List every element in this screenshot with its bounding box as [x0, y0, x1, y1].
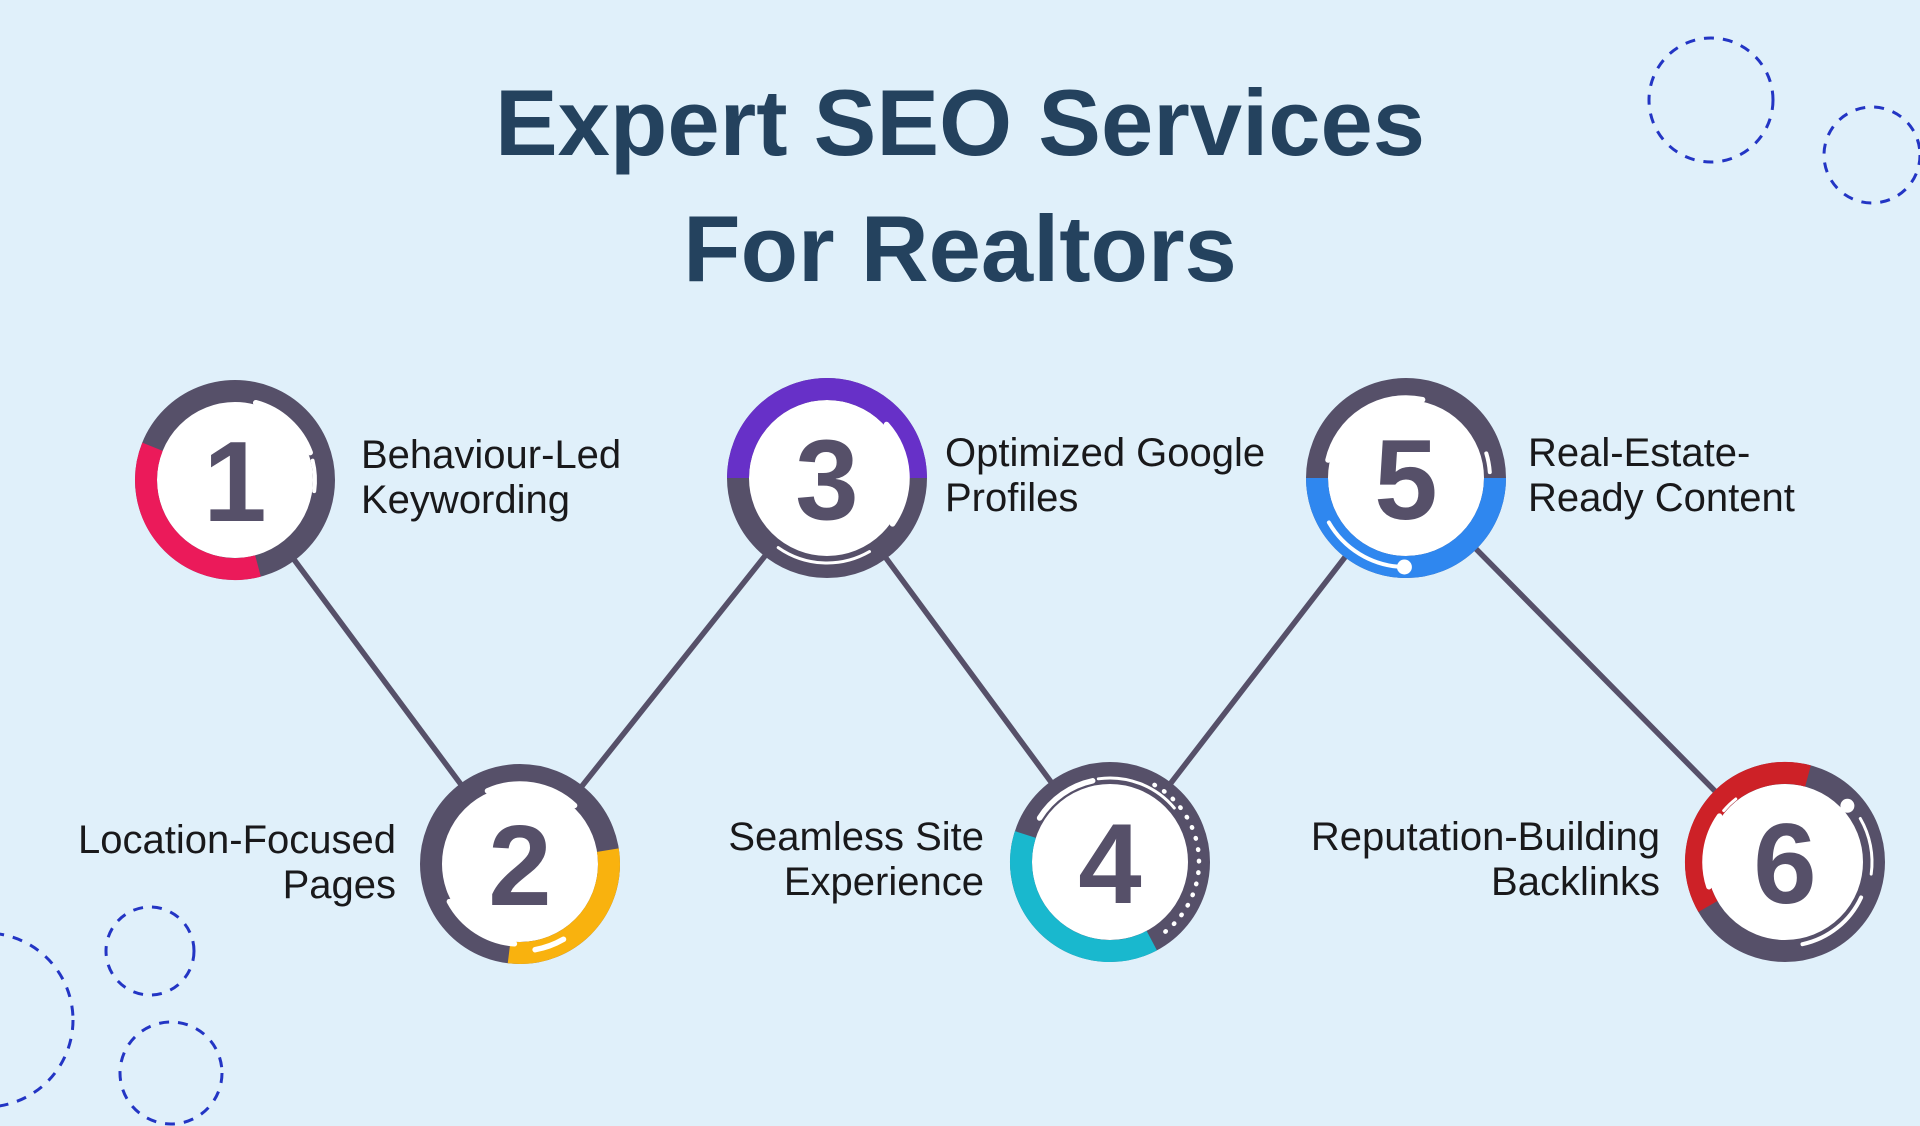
step-number: 6 [1753, 801, 1816, 928]
step-ring-5: 5 [1306, 378, 1506, 578]
ring-highlight [1702, 813, 1723, 890]
dashed-circle-decoration [104, 905, 196, 997]
dashed-circle-decoration [1647, 36, 1775, 164]
dashed-circle-decoration [118, 1020, 224, 1126]
step-ring-6: 6 [1684, 761, 1885, 962]
step-label-2: Location-Focused Pages [78, 818, 396, 907]
ring-highlight [776, 546, 871, 565]
step-ring-4: 4 [1010, 762, 1210, 962]
step-ring-2: 2 [420, 764, 620, 964]
ring-inner-disc [748, 399, 906, 557]
ring-accent [507, 848, 620, 964]
step-number: 3 [795, 417, 858, 544]
ring-highlight [1484, 451, 1492, 475]
step-number: 1 [203, 419, 266, 546]
ring-accent [1684, 761, 1811, 912]
ring-highlight-dot [1840, 798, 1855, 813]
step-label-6: Reputation-Building Backlinks [1310, 815, 1660, 904]
step-number: 4 [1078, 801, 1141, 928]
ring-accent [727, 378, 927, 479]
ring-inner-disc [1706, 783, 1864, 941]
ring-highlight-dotted [1152, 782, 1202, 938]
ring-highlight [1858, 817, 1874, 876]
ring-highlight [1800, 895, 1864, 947]
ring-highlight [883, 421, 910, 527]
step-ring-3: 3 [727, 378, 927, 578]
ring-accent [1010, 831, 1157, 962]
ring-highlight [1326, 520, 1404, 569]
step-label-3: Optimized Google Profiles [945, 431, 1266, 520]
ring-highlight [1036, 778, 1096, 821]
ring-inner-disc [156, 401, 314, 559]
step-number: 2 [488, 803, 551, 930]
step-label-4: Seamless Site Experience [728, 815, 984, 904]
step-label-5: Real-Estate- Ready Content [1528, 431, 1795, 520]
ring-inner-disc [441, 785, 599, 943]
ring-highlight [1337, 407, 1393, 456]
ring-accent [135, 442, 261, 581]
dashed-circle-decoration [0, 932, 75, 1108]
dashed-decorations [0, 36, 1920, 1126]
step-ring-1: 1 [135, 380, 335, 581]
step-number: 5 [1374, 417, 1437, 544]
ring-highlight-dot [1396, 559, 1412, 575]
ring-highlight [310, 458, 317, 494]
ring-highlight [484, 781, 578, 809]
ring-highlight [532, 936, 567, 953]
ring-highlight [1325, 395, 1426, 463]
ring-inner-disc [1031, 783, 1189, 941]
ring-inner-disc [1327, 399, 1485, 557]
ring-highlight [1722, 797, 1738, 813]
ring-highlight [252, 399, 313, 456]
page-title: Expert SEO Services For Realtors [494, 70, 1426, 301]
step-label-1: Behaviour-Led Keywording [361, 433, 622, 522]
ring-highlight [446, 898, 518, 947]
ring-highlight [1096, 776, 1176, 810]
